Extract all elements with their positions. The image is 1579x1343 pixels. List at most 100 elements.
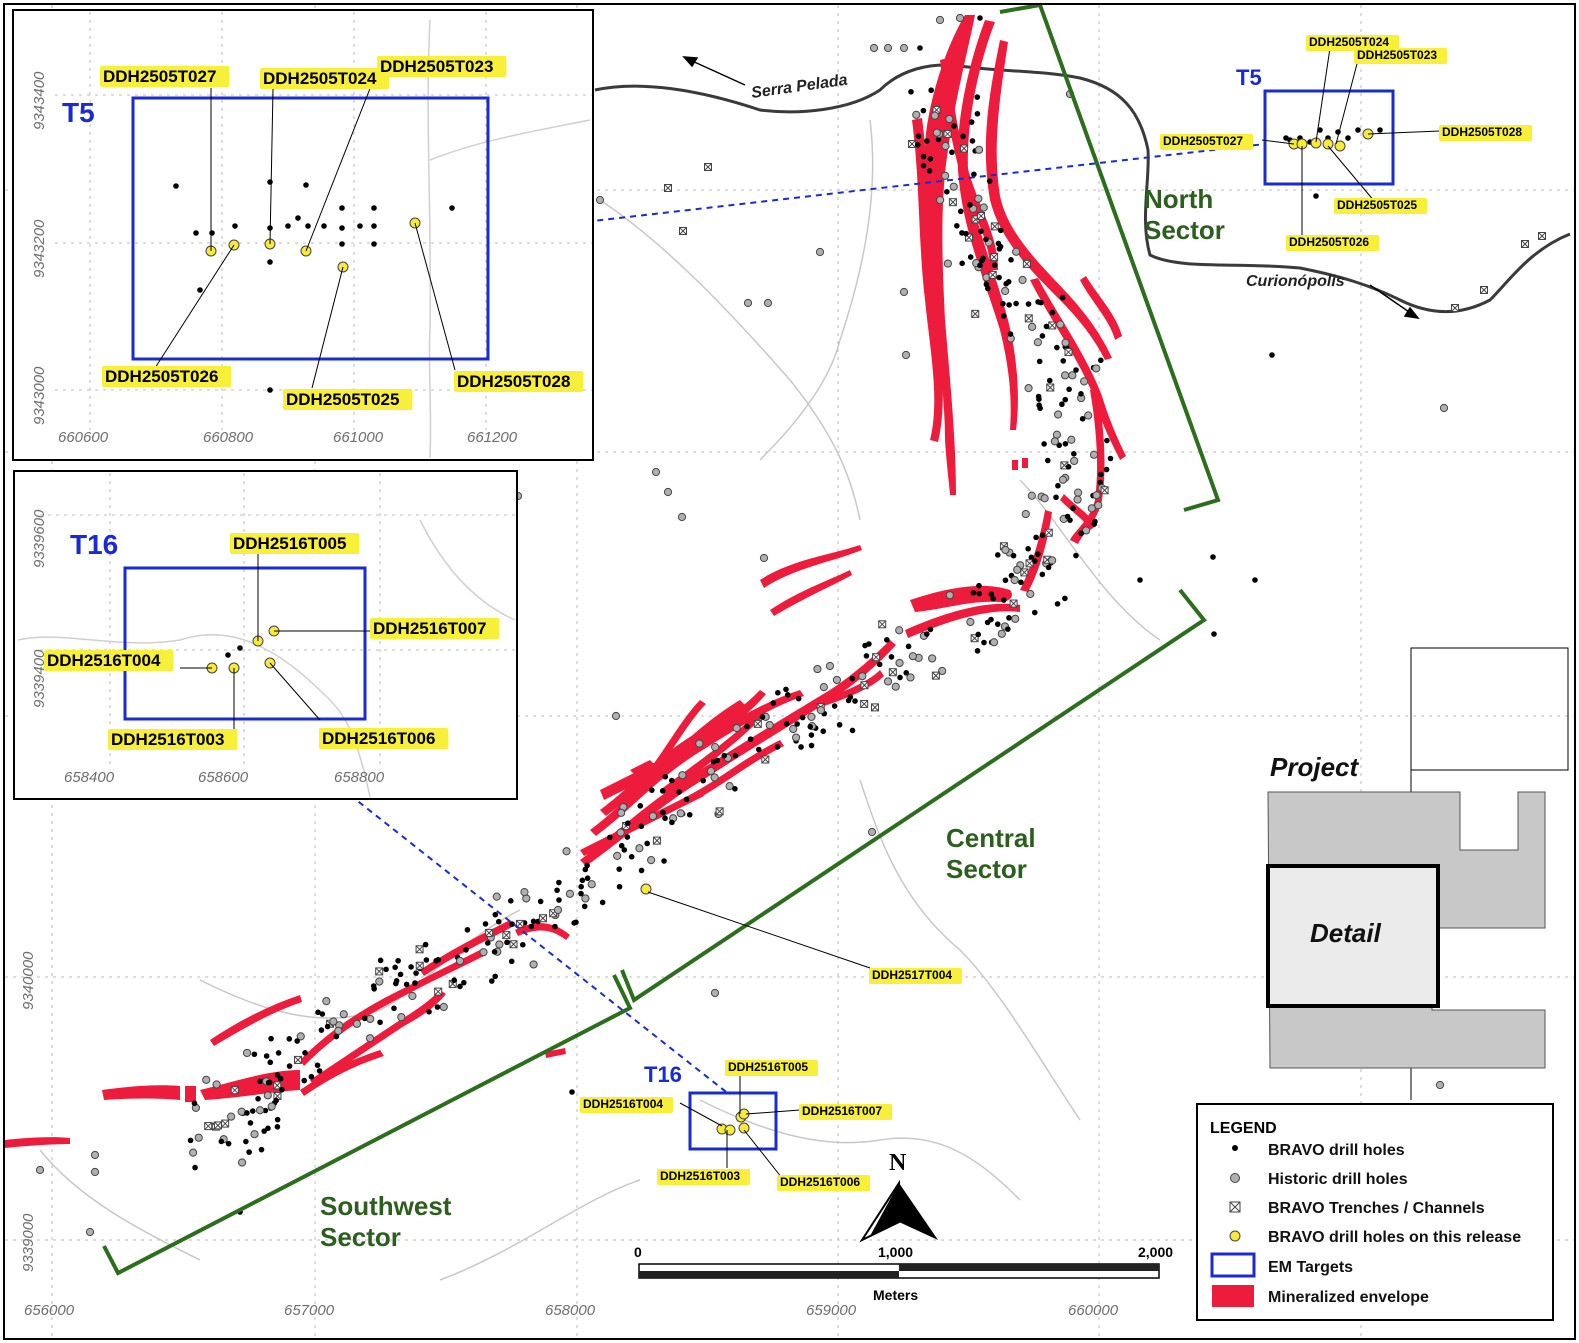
historic-drill-hole bbox=[565, 889, 575, 898]
historic-drill-hole bbox=[647, 856, 656, 865]
t16-leaders bbox=[647, 891, 871, 1179]
historic-drill-hole bbox=[1092, 364, 1101, 373]
bravo-drill-hole bbox=[339, 241, 345, 247]
bravo-drill-hole bbox=[1313, 193, 1319, 199]
trench-symbol bbox=[948, 198, 957, 207]
label-ddh2516t003: DDH2516T003 bbox=[657, 1169, 751, 1185]
historic-drill-hole bbox=[678, 771, 687, 780]
legend-item-em-targets: EM Targets bbox=[1268, 1259, 1353, 1276]
bravo-drill-hole bbox=[774, 744, 781, 750]
bravo-drill-hole bbox=[279, 1086, 285, 1093]
bravo-drill-hole bbox=[995, 552, 1001, 558]
bravo-drill-hole bbox=[988, 616, 994, 623]
historic-drill-hole bbox=[1001, 286, 1010, 296]
historic-drill-hole bbox=[553, 905, 563, 915]
bravo-drill-hole bbox=[268, 1035, 274, 1042]
historic-drill-hole bbox=[1053, 410, 1063, 419]
bravo-drill-hole bbox=[897, 674, 903, 681]
bravo-drill-hole bbox=[660, 809, 666, 816]
bravo-drill-hole bbox=[980, 255, 986, 262]
bravo-drill-hole bbox=[1104, 437, 1110, 444]
bravo-drill-hole bbox=[397, 971, 404, 978]
sector-label-north-1: North bbox=[1144, 184, 1213, 214]
historic-drill-hole bbox=[1070, 456, 1079, 466]
bravo-drill-hole bbox=[949, 149, 955, 156]
trench-symbol bbox=[960, 144, 969, 153]
bravo-drill-hole bbox=[935, 136, 942, 143]
bravo-drill-hole bbox=[732, 752, 739, 759]
svg-text:DDH2516T004: DDH2516T004 bbox=[47, 651, 161, 670]
historic-drill-hole bbox=[1080, 377, 1089, 386]
historic-drill-hole bbox=[997, 629, 1006, 638]
bravo-drill-hole bbox=[1062, 595, 1068, 602]
bravo-drill-hole bbox=[1210, 554, 1216, 560]
historic-drill-hole bbox=[895, 658, 904, 668]
bravo-drill-hole bbox=[732, 785, 738, 792]
scale-tick-2000: 2,000 bbox=[1138, 1244, 1173, 1260]
historic-drill-hole bbox=[352, 1019, 362, 1028]
bravo-drill-hole bbox=[1039, 532, 1046, 539]
bravo-drill-hole bbox=[492, 911, 499, 918]
historic-drill-hole bbox=[912, 110, 921, 119]
trench-symbol bbox=[990, 222, 999, 231]
historic-drill-hole bbox=[1074, 488, 1083, 497]
inset-t5-xtick-2: 660800 bbox=[203, 429, 254, 446]
historic-drill-hole bbox=[529, 960, 538, 969]
historic-drill-hole bbox=[189, 1148, 198, 1157]
label-ddh2505t028: DDH2505T028 bbox=[1439, 125, 1533, 141]
release-drill-hole bbox=[1322, 138, 1334, 150]
bravo-drill-hole bbox=[969, 138, 976, 144]
bravo-drill-hole bbox=[520, 941, 526, 948]
historic-drill-hole bbox=[974, 194, 983, 203]
bravo-drill-hole bbox=[209, 230, 215, 236]
historic-drill-hole bbox=[648, 812, 658, 821]
bravo-drill-hole bbox=[218, 1138, 225, 1145]
bravo-drill-hole bbox=[314, 1062, 321, 1069]
bravo-drill-hole bbox=[978, 228, 984, 235]
bravo-drill-hole bbox=[403, 981, 410, 988]
bravo-drill-hole bbox=[393, 978, 400, 984]
bravo-drill-hole bbox=[971, 171, 977, 178]
bravo-drill-hole bbox=[504, 939, 510, 946]
bravo-drill-hole bbox=[1137, 577, 1143, 583]
bravo-drill-hole bbox=[302, 1049, 308, 1056]
bravo-drill-hole bbox=[975, 631, 982, 638]
bravo-drill-hole bbox=[795, 695, 802, 702]
historic-drill-hole bbox=[90, 1150, 100, 1160]
inset-label-ddh2516t007: DDH2516T007 bbox=[370, 618, 500, 639]
trench-symbol bbox=[415, 945, 424, 954]
historic-drill-hole bbox=[941, 171, 950, 180]
bravo-drill-hole bbox=[422, 941, 429, 948]
historic-drill-hole bbox=[676, 809, 685, 818]
bravo-drill-hole bbox=[616, 866, 623, 872]
label-ddh2516t007: DDH2516T007 bbox=[799, 1104, 893, 1120]
scale-unit: Meters bbox=[873, 1287, 918, 1303]
historic-drill-hole bbox=[611, 711, 621, 721]
historic-drill-hole bbox=[710, 988, 720, 998]
bravo-drill-hole bbox=[339, 205, 345, 211]
bravo-drill-hole bbox=[243, 1138, 249, 1145]
bravo-drill-hole bbox=[507, 898, 514, 904]
svg-text:DDH2505T023: DDH2505T023 bbox=[1357, 48, 1437, 62]
release-drill-hole bbox=[1334, 140, 1346, 152]
inset-t5-title: T5 bbox=[62, 97, 95, 128]
bravo-drill-hole bbox=[954, 222, 960, 229]
bravo-drill-hole bbox=[377, 1019, 383, 1026]
bravo-drill-hole bbox=[303, 182, 309, 188]
bravo-drill-hole bbox=[983, 236, 989, 243]
bravo-drill-hole bbox=[649, 787, 655, 793]
historic-drill-hole bbox=[1089, 450, 1099, 459]
bravo-drill-hole bbox=[920, 107, 927, 114]
bravo-drill-hole bbox=[683, 796, 690, 803]
bravo-drill-hole bbox=[193, 230, 199, 236]
bravo-drill-hole bbox=[884, 637, 890, 643]
bravo-drill-hole bbox=[997, 243, 1004, 250]
bravo-drill-hole bbox=[1039, 333, 1046, 339]
trench-symbol bbox=[652, 836, 661, 845]
inset-t16-xtick-1: 658400 bbox=[64, 769, 115, 786]
bravo-drill-hole bbox=[263, 1053, 270, 1059]
bravo-drill-hole bbox=[571, 920, 577, 926]
bravo-drill-hole bbox=[286, 1063, 293, 1069]
trench-symbol bbox=[502, 931, 511, 940]
bravo-drill-hole bbox=[807, 723, 814, 730]
